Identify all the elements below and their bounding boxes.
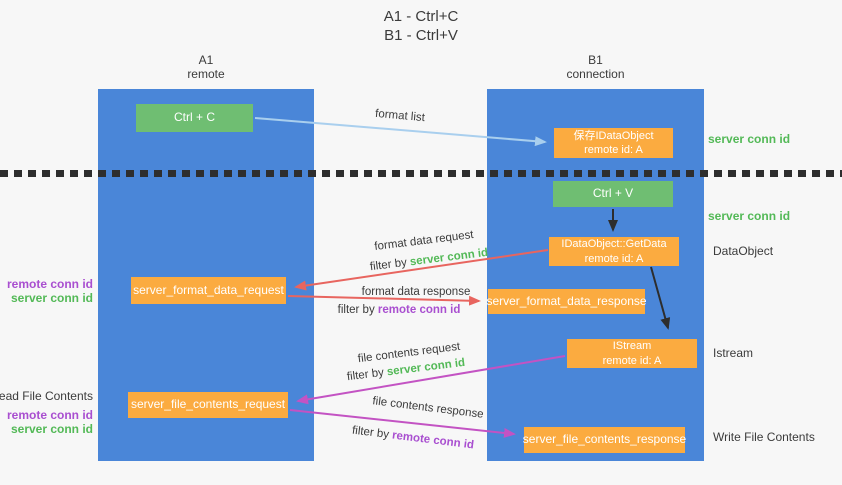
format-data-response-label: format data response <box>361 286 471 298</box>
getdata-node: IDataObject::GetData remote id: A <box>549 237 679 266</box>
dataobject-label: DataObject <box>713 244 774 258</box>
server-conn-id-left-2: server conn id <box>10 421 93 436</box>
server-conn-id-right-mid-label: server conn id <box>708 209 791 223</box>
ctrl-c-label: Ctrl + C <box>173 110 215 125</box>
getdata-line1: IDataObject::GetData <box>561 238 667 251</box>
filter-by-prefix: filter by <box>369 256 408 274</box>
istream-node: IStream remote id: A <box>567 339 697 368</box>
server-file-contents-response-label: server_file_contents_response <box>522 432 687 447</box>
server-file-contents-request-label: server_file_contents_request <box>130 397 286 412</box>
save-dataobject-line2: remote id: A <box>584 144 643 156</box>
conn-id-left-block-1: remote conn id server conn id <box>6 277 93 306</box>
filter-by-prefix: filter by <box>346 366 385 384</box>
read-file-contents-label: Read File Contents <box>0 389 93 403</box>
server-format-data-response-label: server_format_data_response <box>486 293 647 308</box>
title-line-2: B1 - Ctrl+V <box>384 26 458 44</box>
column-header-a1-remote: A1 remote <box>98 53 314 82</box>
remote-conn-id-value: remote conn id <box>377 304 461 316</box>
server-file-contents-request-node: server_file_contents_request <box>128 392 288 418</box>
save-dataobject-line1: 保存IDataObject <box>573 129 654 142</box>
server-format-data-request-label: server_format_data_request <box>133 282 284 297</box>
title-line-1: A1 - Ctrl+C <box>383 8 459 25</box>
column-a1-name: A1 <box>198 53 214 67</box>
server-file-contents-response-node: server_file_contents_response <box>522 427 687 453</box>
ctrl-c-node: Ctrl + C <box>136 104 253 132</box>
save-dataobject-node: 保存IDataObject remote id: A <box>554 128 673 158</box>
server-format-data-response-node: server_format_data_response <box>486 289 647 314</box>
remote-conn-id-left-2: remote conn id <box>6 408 93 422</box>
ctrl-v-label: Ctrl + V <box>592 186 634 201</box>
format-list-label: format list <box>374 107 426 125</box>
filter-by-remote-conn-id-label-2: filter by remote conn id <box>351 425 474 452</box>
file-contents-response-label: file contents response <box>371 395 485 421</box>
session-divider-dotted-line <box>0 170 842 177</box>
ctrl-v-node: Ctrl + V <box>553 181 673 207</box>
server-conn-id-right-top-label: server conn id <box>708 132 791 146</box>
remote-conn-id-value: remote conn id <box>391 429 475 452</box>
server-conn-id-left-1: server conn id <box>10 290 93 305</box>
server-format-data-request-node: server_format_data_request <box>131 277 286 304</box>
write-file-contents-label: Write File Contents <box>713 430 815 444</box>
istream-line2: remote id: A <box>602 354 662 367</box>
filter-by-remote-conn-id-label-1: filter by remote conn id <box>338 304 461 316</box>
column-a1-role: remote <box>187 67 225 82</box>
filter-by-prefix: filter by <box>351 424 390 441</box>
istream-side-label: Istream <box>713 346 754 360</box>
istream-line1: IStream <box>612 340 652 353</box>
filter-by-prefix: filter by <box>337 304 375 316</box>
conn-id-left-block-2: remote conn id server conn id <box>6 408 93 437</box>
column-header-b1-connection: B1 connection <box>487 53 704 82</box>
remote-conn-id-left-1: remote conn id <box>6 277 93 291</box>
server-conn-id-value: server conn id <box>409 246 489 269</box>
getdata-line2: remote id: A <box>584 252 644 265</box>
column-b1-role: connection <box>566 67 625 82</box>
diagram-title: A1 - Ctrl+C B1 - Ctrl+V <box>0 8 842 46</box>
column-b1-name: B1 <box>588 53 603 67</box>
